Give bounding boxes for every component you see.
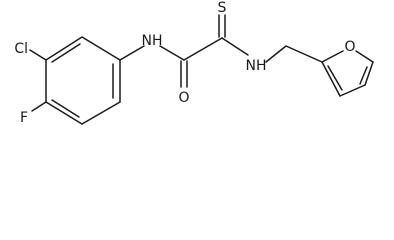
- bond-nh-carbonyl: [159, 45, 185, 61]
- thione-sulfur-label: S: [218, 0, 227, 16]
- furan-oxygen-label: O: [344, 39, 355, 55]
- chemical-structure-diagram: Cl F NH O S NH O: [14, 0, 374, 126]
- bond-ch2-furan: [285, 45, 323, 63]
- bond-carbonyl-thiocarbonyl: [183, 37, 223, 61]
- thioamide-nh-label: NH: [246, 58, 267, 74]
- bond-thiocarbonyl-nh: [221, 37, 249, 56]
- carbonyl-oxygen-label: O: [178, 90, 189, 106]
- bond-nh-ch2: [265, 45, 287, 63]
- fluorine-label: F: [20, 110, 28, 126]
- furan-ring: [321, 50, 374, 97]
- bond-ring-nh: [119, 45, 145, 61]
- bond-c-f: [31, 101, 47, 112]
- chlorine-label: Cl: [14, 41, 28, 57]
- bond-c-cl: [29, 49, 47, 61]
- benzene-ring: [45, 36, 121, 125]
- amide-nh-label: NH: [142, 33, 163, 49]
